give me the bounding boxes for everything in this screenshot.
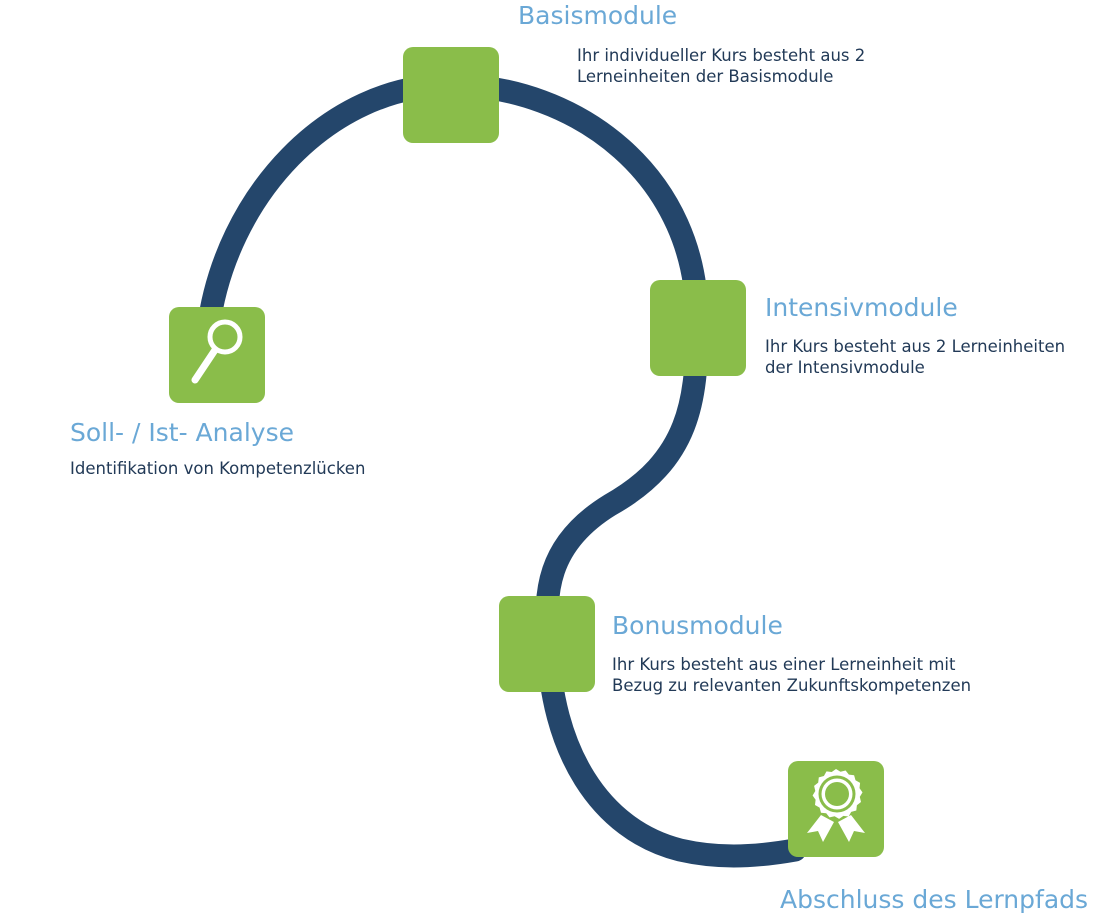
node-square (169, 307, 265, 403)
award-rosette-icon (807, 769, 865, 842)
description-line: der Intensivmodule (765, 358, 925, 377)
step-description-bonusmodule: Ihr Kurs besteht aus einer Lerneinheit m… (612, 654, 971, 696)
step-title-intensivmodule: Intensivmodule (765, 293, 958, 322)
step-node-intensivmodule (650, 280, 746, 376)
step-description-intensivmodule: Ihr Kurs besteht aus 2 Lerneinheiten der… (765, 336, 1065, 378)
description-line: Ihr Kurs besteht aus 2 Lerneinheiten (765, 337, 1066, 356)
step-title-bonusmodule: Bonusmodule (612, 611, 783, 640)
step-node-abschluss (788, 761, 884, 857)
step-title-abschluss: Abschluss des Lernpfads (780, 885, 1089, 914)
description-line: Identifikation von Kompetenzlücken (70, 459, 366, 478)
step-node-bonusmodule (499, 596, 595, 692)
description-line: Lerneinheiten der Basismodule (577, 67, 834, 86)
step-node-basismodule (403, 47, 499, 143)
magnifier-icon (191, 319, 243, 384)
step-title-basismodule: Basismodule (518, 1, 678, 30)
description-line: Ihr Kurs besteht aus einer Lerneinheit m… (612, 655, 956, 674)
node-square (403, 47, 499, 143)
learning-path-curve (196, 73, 807, 868)
node-square (499, 596, 595, 692)
description-line: Ihr individueller Kurs besteht aus 2 (577, 46, 866, 65)
step-node-analyse (169, 307, 265, 403)
step-title-analyse: Soll- / Ist- Analyse (70, 418, 294, 447)
step-description-basismodule: Ihr individueller Kurs besteht aus 2 Ler… (577, 45, 865, 87)
description-line: Bezug zu relevanten Zukunftskompetenzen (612, 676, 972, 695)
step-description-analyse: Identifikation von Kompetenzlücken (70, 458, 365, 479)
node-square (650, 280, 746, 376)
